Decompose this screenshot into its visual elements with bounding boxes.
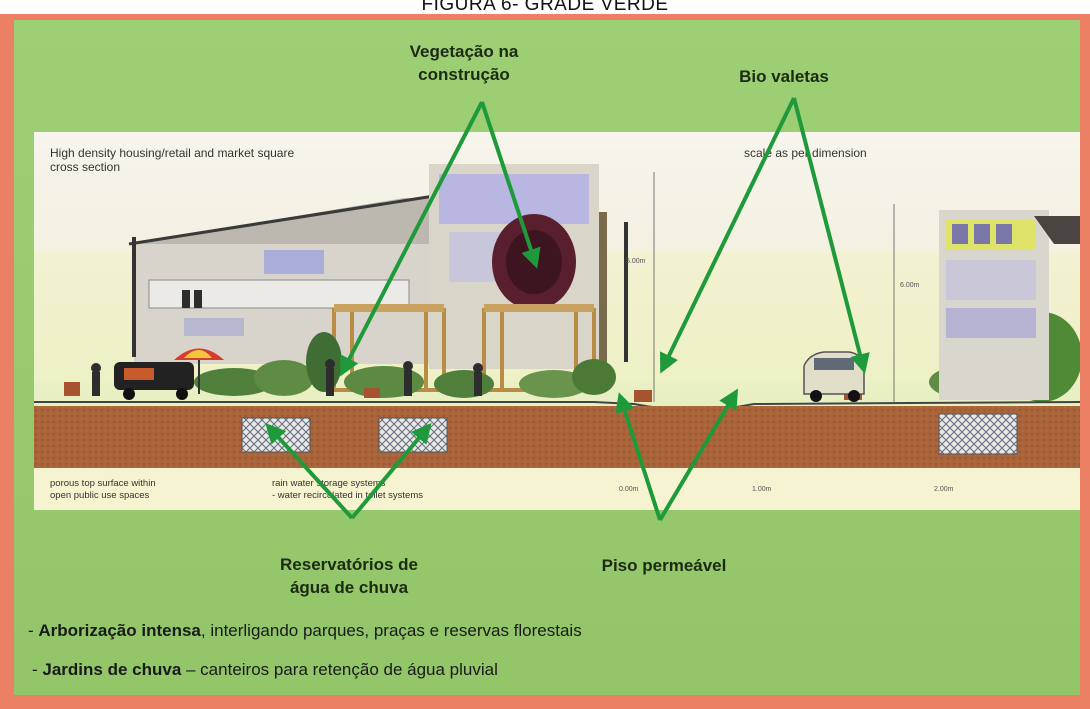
dimension-label: 2.00m	[934, 486, 954, 493]
callout-piso-permeavel: Piso permeável	[601, 556, 727, 575]
cross-section-drawing	[34, 164, 1080, 510]
bullet-bold: Jardins de chuva	[42, 660, 182, 679]
section-title-line2: cross section	[50, 160, 121, 174]
note-rainwater-line1: rain water storage systems	[272, 478, 386, 489]
bullet-jardins: - Jardins de chuva – canteiros para rete…	[32, 660, 498, 680]
storage-crate	[938, 413, 1018, 455]
scale-note: scale as per dimension	[744, 146, 867, 160]
callout-reservatorios: Reservatórios de água de chuva	[249, 553, 449, 599]
right-building	[939, 210, 1080, 400]
callout-bio-valetas: Bio valetas	[739, 67, 829, 86]
section-title: High density housing/retail and market s…	[50, 146, 370, 174]
arrow-bio-left	[659, 97, 796, 374]
subsoil-band	[34, 468, 1080, 510]
dimension-label: 0.00m	[619, 486, 639, 493]
bullet-dash: -	[28, 621, 39, 640]
note-rainwater: rain water storage systems - water recir…	[272, 478, 423, 502]
cross-section-illustration: High density housing/retail and market s…	[34, 132, 1080, 510]
arrow-vegetacao-left	[340, 101, 484, 377]
note-rainwater-line2: - water recirculated in toilet systems	[272, 490, 423, 501]
arrow-piso-left	[615, 392, 662, 521]
dimension-label: 1.00m	[752, 486, 772, 493]
callout-vegetacao-line1: Vegetação na	[409, 42, 519, 61]
green-panel: High density housing/retail and market s…	[14, 20, 1080, 695]
note-porous-surface: porous top surface within open public us…	[50, 478, 156, 502]
bullet-bold: Arborização intensa	[38, 621, 201, 640]
callout-reservatorios-line2: água de chuva	[289, 578, 409, 597]
note-porous-line1: porous top surface within	[50, 478, 156, 489]
note-porous-line2: open public use spaces	[50, 490, 150, 501]
market-umbrella	[174, 348, 224, 394]
callout-arrows	[265, 97, 870, 522]
bullet-dash: -	[32, 660, 43, 679]
bullet-text: – canteiros para retenção de água pluvia…	[181, 660, 498, 679]
bullet-arborizacao: - Arborização intensa, interligando parq…	[28, 621, 582, 641]
arrow-reservatorios-right	[350, 422, 432, 520]
callout-reservatorios-line1: Reservatórios de	[280, 555, 418, 574]
arrow-vegetacao-right	[480, 101, 541, 269]
section-title-line1: High density housing/retail and market s…	[50, 146, 295, 160]
arrow-piso-right	[658, 388, 739, 522]
callout-vegetacao-line2: construção	[418, 65, 510, 84]
arrow-bio-right	[792, 97, 870, 374]
left-vehicle	[114, 362, 194, 400]
height-dimension-label: 6.00m	[900, 282, 920, 289]
bullet-text: , interligando parques, praças e reserva…	[200, 621, 582, 640]
people	[91, 290, 483, 396]
callout-vegetacao: Vegetação na construção	[379, 40, 549, 86]
page-title: FIGURA 6- GRADE VERDE	[421, 0, 669, 15]
arrow-reservatorios-left	[265, 423, 354, 520]
height-dimension-label: 5.00m	[626, 258, 646, 265]
right-car	[803, 351, 865, 402]
